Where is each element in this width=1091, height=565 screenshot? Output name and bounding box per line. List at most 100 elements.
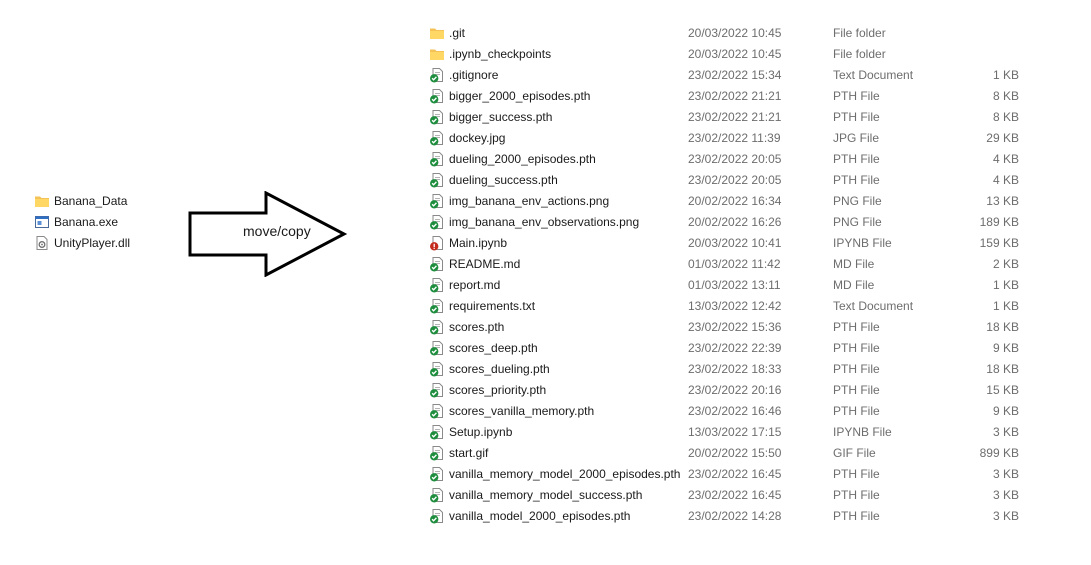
file-row[interactable]: vanilla_model_2000_episodes.pth 23/02/202… bbox=[427, 506, 1027, 527]
file-date: 20/03/2022 10:41 bbox=[688, 236, 782, 250]
file-date: 23/02/2022 20:16 bbox=[688, 383, 782, 397]
file-name: requirements.txt bbox=[449, 299, 536, 313]
file-date: 20/02/2022 16:26 bbox=[688, 215, 782, 229]
file-size: 13 KB bbox=[986, 194, 1019, 208]
source-item[interactable]: UnityPlayer.dll bbox=[34, 232, 130, 253]
file-date: 13/03/2022 17:15 bbox=[688, 425, 782, 439]
file-size: 3 KB bbox=[992, 467, 1019, 481]
source-item-name: Banana_Data bbox=[54, 193, 128, 208]
synced-file-icon bbox=[429, 340, 445, 356]
file-size: 29 KB bbox=[986, 131, 1019, 145]
file-date: 23/02/2022 21:21 bbox=[688, 110, 782, 124]
synced-file-icon bbox=[429, 193, 445, 209]
synced-file-icon bbox=[429, 466, 445, 482]
file-type: MD File bbox=[833, 278, 875, 292]
file-size: 1 KB bbox=[992, 278, 1019, 292]
synced-file-icon bbox=[429, 277, 445, 293]
file-list: .git 20/03/2022 10:45 File folder .ipynb_ch… bbox=[427, 23, 1027, 527]
file-date: 20/02/2022 15:50 bbox=[688, 446, 782, 460]
file-size: 1 KB bbox=[992, 299, 1019, 313]
file-date: 13/03/2022 12:42 bbox=[688, 299, 782, 313]
file-size: 9 KB bbox=[992, 341, 1019, 355]
synced-file-icon bbox=[429, 508, 445, 524]
file-type: PNG File bbox=[833, 215, 882, 229]
file-row[interactable]: requirements.txt 13/03/2022 12:42 Text Doc… bbox=[427, 296, 1027, 317]
file-row[interactable]: dueling_2000_episodes.pth 23/02/2022 20:0… bbox=[427, 149, 1027, 170]
source-item[interactable]: Banana.exe bbox=[34, 211, 130, 232]
file-size: 159 KB bbox=[979, 236, 1019, 250]
right-arrow-icon bbox=[188, 191, 348, 277]
file-name: .ipynb_checkpoints bbox=[449, 47, 552, 61]
file-size: 1 KB bbox=[992, 68, 1019, 82]
file-row[interactable]: img_banana_env_observations.png 20/02/202… bbox=[427, 212, 1027, 233]
synced-file-icon bbox=[429, 151, 445, 167]
file-type: PTH File bbox=[833, 89, 880, 103]
file-date: 20/03/2022 10:45 bbox=[688, 26, 782, 40]
file-name: start.gif bbox=[449, 446, 489, 460]
file-size: 18 KB bbox=[986, 362, 1019, 376]
synced-file-icon bbox=[429, 361, 445, 377]
file-date: 23/02/2022 20:05 bbox=[688, 152, 782, 166]
file-size: 3 KB bbox=[992, 425, 1019, 439]
file-type: PNG File bbox=[833, 194, 882, 208]
file-type: PTH File bbox=[833, 173, 880, 187]
file-type: PTH File bbox=[833, 362, 880, 376]
synced-file-icon bbox=[429, 172, 445, 188]
file-type: File folder bbox=[833, 26, 886, 40]
file-date: 23/02/2022 15:34 bbox=[688, 68, 782, 82]
file-name: img_banana_env_observations.png bbox=[449, 215, 640, 229]
file-row[interactable]: Setup.ipynb 13/03/2022 17:15 IPYNB File 3 K… bbox=[427, 422, 1027, 443]
file-name: dockey.jpg bbox=[449, 131, 506, 145]
file-date: 23/02/2022 11:39 bbox=[688, 131, 781, 145]
file-type: PTH File bbox=[833, 383, 880, 397]
file-date: 23/02/2022 16:45 bbox=[688, 488, 782, 502]
file-type: PTH File bbox=[833, 509, 880, 523]
file-name: img_banana_env_actions.png bbox=[449, 194, 610, 208]
file-size: 15 KB bbox=[986, 383, 1019, 397]
file-date: 20/03/2022 10:45 bbox=[688, 47, 782, 61]
synced-file-icon bbox=[429, 382, 445, 398]
file-name: dueling_2000_episodes.pth bbox=[449, 152, 596, 166]
file-size: 3 KB bbox=[992, 509, 1019, 523]
file-name: Setup.ipynb bbox=[449, 425, 513, 439]
file-type: PTH File bbox=[833, 110, 880, 124]
file-date: 23/02/2022 14:28 bbox=[688, 509, 782, 523]
file-name: scores_deep.pth bbox=[449, 341, 538, 355]
synced-file-icon bbox=[429, 298, 445, 314]
source-item[interactable]: Banana_Data bbox=[34, 190, 130, 211]
file-name: vanilla_model_2000_episodes.pth bbox=[449, 509, 631, 523]
file-name: bigger_success.pth bbox=[449, 110, 553, 124]
file-row[interactable]: bigger_success.pth 23/02/2022 21:21 PTH Fi… bbox=[427, 107, 1027, 128]
file-date: 23/02/2022 21:21 bbox=[688, 89, 782, 103]
file-size: 9 KB bbox=[992, 404, 1019, 418]
file-name: scores.pth bbox=[449, 320, 505, 334]
file-row[interactable]: .git 20/03/2022 10:45 File folder bbox=[427, 23, 1027, 44]
folder-icon bbox=[34, 193, 50, 209]
file-type: PTH File bbox=[833, 341, 880, 355]
file-size: 8 KB bbox=[992, 89, 1019, 103]
synced-file-icon bbox=[429, 487, 445, 503]
file-type: Text Document bbox=[833, 299, 914, 313]
file-type: IPYNB File bbox=[833, 425, 892, 439]
file-name: dueling_success.pth bbox=[449, 173, 558, 187]
file-name: scores_dueling.pth bbox=[449, 362, 550, 376]
file-name: .git bbox=[449, 26, 466, 40]
